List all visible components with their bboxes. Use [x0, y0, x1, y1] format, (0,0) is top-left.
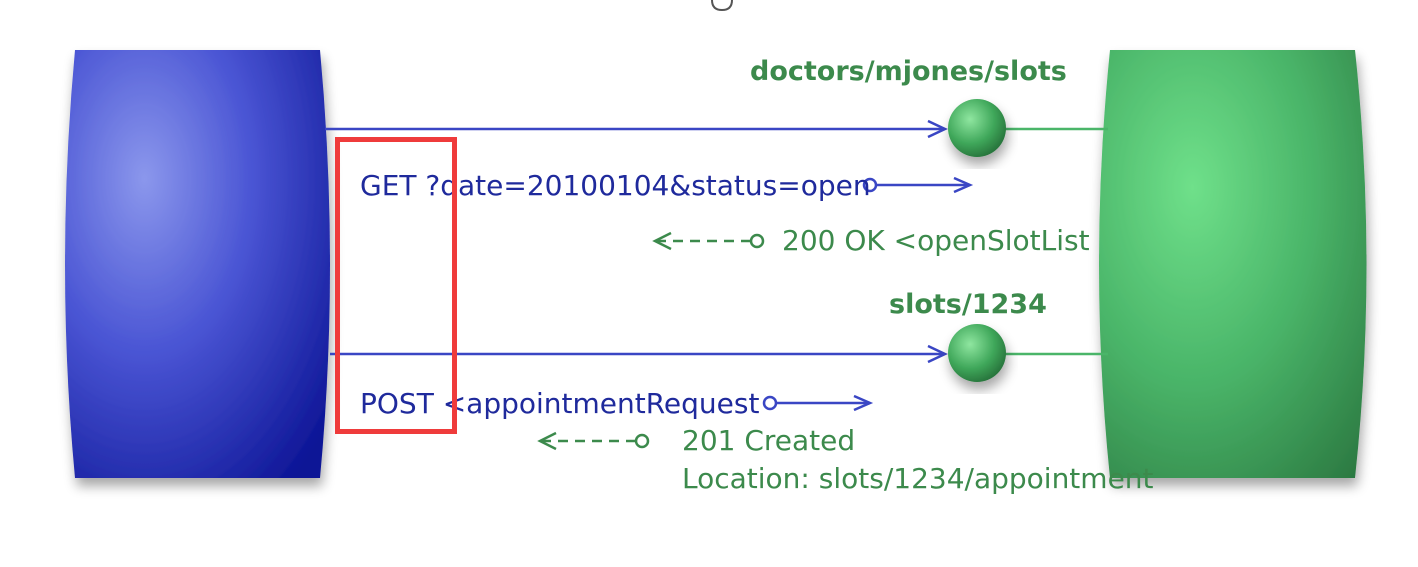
- highlight-box: [335, 137, 457, 434]
- response-arrow-1: [652, 231, 765, 251]
- resource-label-2: slots/1234: [889, 289, 1047, 320]
- request-label-2: POST <appointmentRequest: [360, 387, 760, 420]
- response-label-2-status: 201 Created: [682, 424, 856, 457]
- resource-label-1: doctors/mjones/slots: [750, 56, 1067, 87]
- response-arrow-2: [537, 431, 650, 451]
- resource-endpoint-2: [948, 324, 1006, 382]
- client-node: [65, 50, 330, 478]
- connector-2: [330, 344, 1108, 364]
- connector-1: [325, 119, 1108, 139]
- cropped-glyph: [711, 0, 733, 12]
- request-arrow-1: [862, 176, 974, 194]
- request-arrow-2: [762, 394, 874, 412]
- request-label-1: GET ?date=20100104&status=open: [360, 169, 871, 202]
- server-node: [1099, 50, 1367, 478]
- response-label-2-location: Location: slots/1234/appointment: [682, 462, 1154, 495]
- response-label-1: 200 OK <openSlotList: [782, 224, 1090, 257]
- resource-endpoint-1: [948, 99, 1006, 157]
